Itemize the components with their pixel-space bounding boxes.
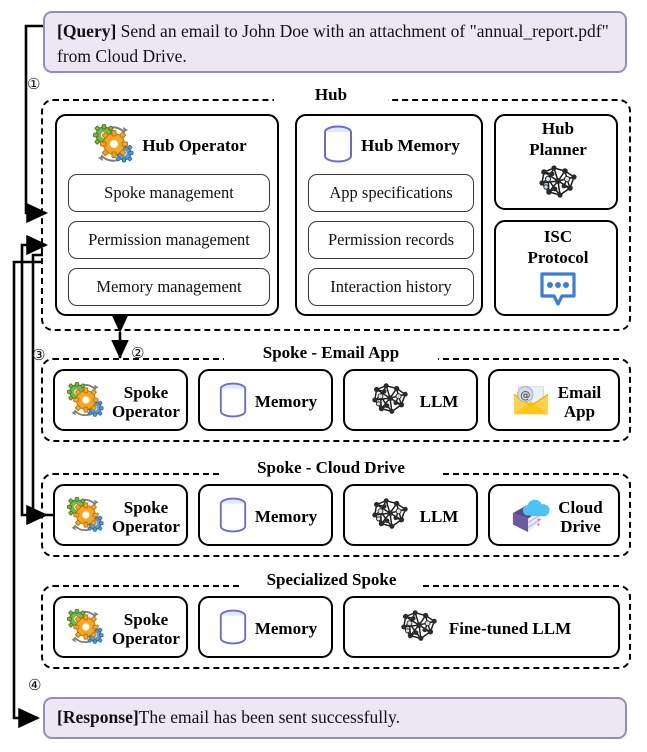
spoke-cloud-module-2-line1: LLM	[419, 507, 459, 527]
hub-operator-item-2[interactable]: Memory management	[68, 268, 270, 306]
spoke-cloud-module-3-line1: Cloud	[558, 497, 603, 517]
isc-protocol-card[interactable]: ISC Protocol	[494, 220, 618, 316]
specialized-module-0-header: Spoke Operator	[55, 598, 190, 660]
gears-icon	[65, 496, 105, 539]
spoke-cloud-module-3-header: Cloud Drive	[490, 486, 622, 548]
spoke-cloud-module-1[interactable]: Memory	[198, 484, 333, 546]
spoke-email-module-0-header: Spoke Operator	[55, 371, 190, 433]
gears-icon	[91, 123, 135, 170]
spoke-cloud-module-1-header: Memory	[200, 486, 335, 548]
query-text: Send an email to John Doe with an attach…	[57, 21, 609, 67]
response-bubble: [Response] The email has been sent succe…	[43, 697, 627, 739]
specialized-module-2[interactable]: Fine-tuned LLM	[343, 596, 620, 658]
spoke-email-module-3-header: @ Email App	[490, 371, 622, 433]
specialized-module-0-line2: Operator	[112, 629, 180, 648]
hub-operator-label: Hub Operator	[142, 136, 247, 156]
spoke-email-module-3-line2: App	[563, 402, 596, 421]
speech-bubble-icon	[537, 270, 579, 313]
query-bubble: [Query] Send an email to John Doe with a…	[43, 11, 627, 73]
hub-operator-card[interactable]: Hub Operator Spoke management Permission…	[55, 114, 279, 316]
spoke-cloud-module-0-header: Spoke Operator	[55, 486, 190, 548]
isc-protocol-label-line2: Protocol	[527, 247, 589, 267]
spoke-cloud-module-0-line1: Spoke	[123, 497, 169, 517]
hub-operator-item-1[interactable]: Permission management	[68, 221, 270, 259]
hub-planner-card[interactable]: Hub Planner	[494, 114, 618, 210]
neural-network-icon	[367, 380, 413, 425]
spoke-email-module-2[interactable]: LLM	[343, 369, 478, 431]
spoke-email-module-3[interactable]: @ Email App	[488, 369, 620, 431]
hub-memory-item-1[interactable]: Permission records	[308, 221, 474, 259]
database-icon	[218, 381, 248, 424]
spoke-email-module-0-line2: Operator	[112, 402, 180, 421]
spoke-cloud-module-2[interactable]: LLM	[343, 484, 478, 546]
spoke-email-module-2-line1: LLM	[419, 392, 459, 412]
svg-text:@: @	[520, 389, 530, 401]
spoke-cloud-module-3[interactable]: Cloud Drive	[488, 484, 620, 546]
specialized-module-2-header: Fine-tuned LLM	[345, 598, 622, 660]
hub-operator-item-0[interactable]: Spoke management	[68, 174, 270, 212]
spoke-email-module-0[interactable]: Spoke Operator	[53, 369, 188, 431]
specialized-module-1[interactable]: Memory	[198, 596, 333, 658]
hub-memory-card[interactable]: Hub Memory App specifications Permission…	[295, 114, 483, 316]
spoke-cloud-module-1-line1: Memory	[254, 507, 318, 527]
response-tag: [Response]	[57, 707, 139, 728]
neural-network-icon	[534, 162, 582, 209]
hub-memory-label: Hub Memory	[361, 136, 460, 156]
neural-network-icon	[367, 495, 413, 540]
spoke-cloud-module-0[interactable]: Spoke Operator	[53, 484, 188, 546]
step-marker-3: ③	[32, 346, 46, 364]
query-tag: [Query]	[57, 21, 117, 41]
gears-icon	[65, 608, 105, 651]
cloud-drive-icon	[509, 496, 551, 539]
step-marker-4: ④	[28, 676, 42, 694]
specialized-module-0[interactable]: Spoke Operator	[53, 596, 188, 658]
isc-protocol-header: ISC Protocol	[496, 227, 620, 313]
spoke-cloud-title: Spoke - Cloud Drive	[219, 458, 443, 478]
hub-planner-label-line1: Hub	[541, 119, 575, 139]
spoke-email-module-1-line1: Memory	[254, 392, 318, 412]
hub-planner-header: Hub Planner	[496, 119, 620, 209]
spoke-cloud-module-3-line2: Drive	[560, 517, 601, 536]
hub-memory-header: Hub Memory	[297, 124, 485, 168]
spoke-email-module-2-header: LLM	[345, 371, 480, 433]
isc-protocol-label-line1: ISC	[543, 227, 573, 247]
spoke-email-module-0-line1: Spoke	[123, 382, 169, 402]
specialized-module-1-line1: Memory	[254, 619, 318, 639]
response-text: The email has been sent successfully.	[138, 707, 400, 728]
specialized-module-1-header: Memory	[200, 598, 335, 660]
step-marker-2: ②	[131, 344, 145, 362]
database-icon	[218, 496, 248, 539]
neural-network-icon	[396, 607, 442, 652]
spoke-email-title: Spoke - Email App	[224, 343, 438, 363]
database-icon	[322, 124, 354, 169]
specialized-module-2-line1: Fine-tuned LLM	[448, 619, 572, 639]
gears-icon	[65, 381, 105, 424]
step-marker-1: ①	[27, 75, 41, 93]
database-icon	[218, 608, 248, 651]
hub-title: Hub	[274, 85, 388, 105]
hub-memory-item-0[interactable]: App specifications	[308, 174, 474, 212]
spoke-cloud-module-2-header: LLM	[345, 486, 480, 548]
hub-operator-header: Hub Operator	[57, 123, 281, 170]
hub-planner-label-line2: Planner	[529, 139, 587, 159]
spoke-email-module-1-header: Memory	[200, 371, 335, 433]
envelope-at-icon: @	[511, 381, 551, 424]
spoke-email-module-1[interactable]: Memory	[198, 369, 333, 431]
spoke-email-module-3-line1: Email	[557, 382, 602, 402]
specialized-module-0-line1: Spoke	[123, 609, 169, 629]
spoke-cloud-module-0-line2: Operator	[112, 517, 180, 536]
hub-memory-item-2[interactable]: Interaction history	[308, 268, 474, 306]
specialized-spoke-title: Specialized Spoke	[242, 570, 421, 590]
